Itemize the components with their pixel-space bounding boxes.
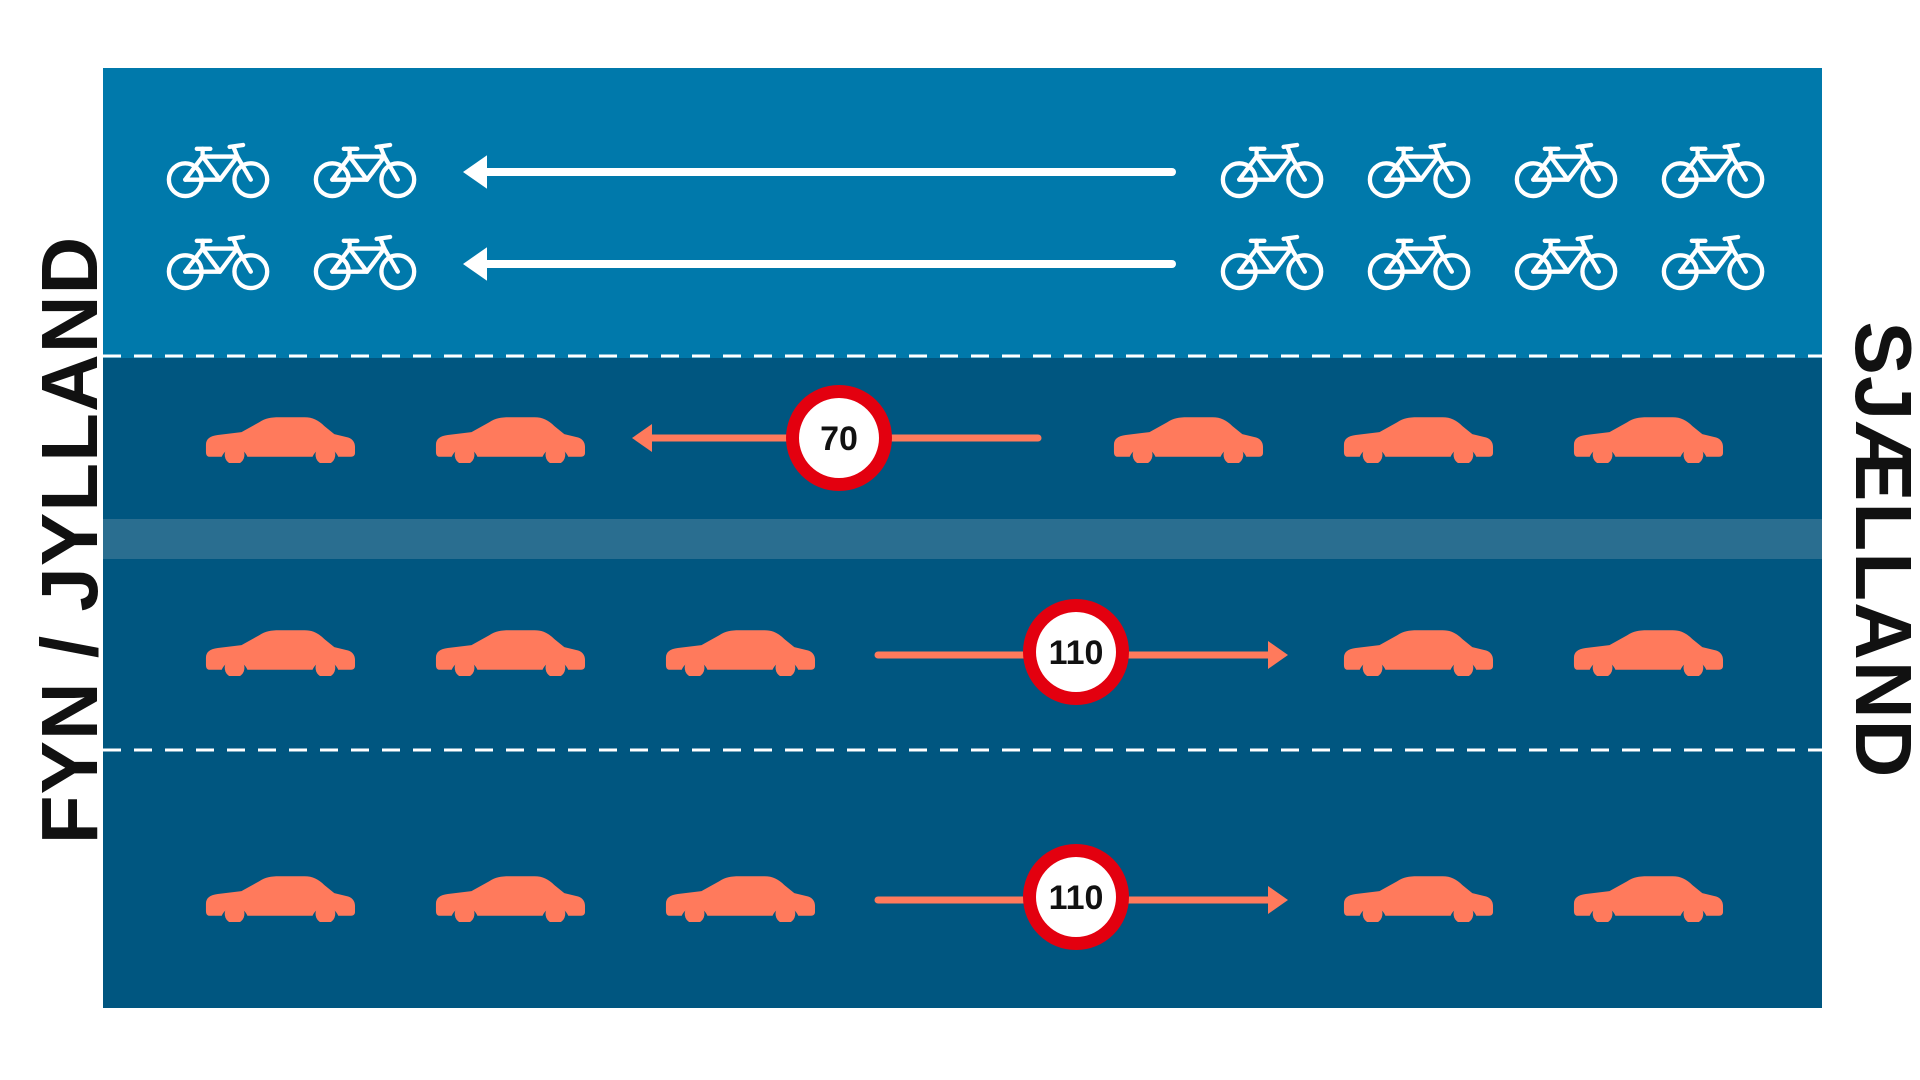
label-sjaelland: SJÆLLAND <box>1839 321 1920 779</box>
bike-lanes-surface <box>103 68 1822 358</box>
speed-limit-sign-icon: 70 <box>786 385 892 491</box>
label-fyn-jylland: FYN / JYLLAND <box>25 235 114 845</box>
speed-limit-sign-icon: 110 <box>1023 599 1129 705</box>
median-strip <box>103 519 1822 559</box>
speed-limit-value: 70 <box>820 420 858 458</box>
speed-limit-value: 110 <box>1049 634 1104 672</box>
arrow-icon <box>463 247 1176 281</box>
speed-limit-sign-icon: 110 <box>1023 844 1129 950</box>
arrow-icon <box>463 155 1176 189</box>
speed-limit-value: 110 <box>1049 879 1104 917</box>
car-lanes-surface <box>103 358 1822 1008</box>
speed-sign-group: 70 110 110 <box>786 385 1129 950</box>
